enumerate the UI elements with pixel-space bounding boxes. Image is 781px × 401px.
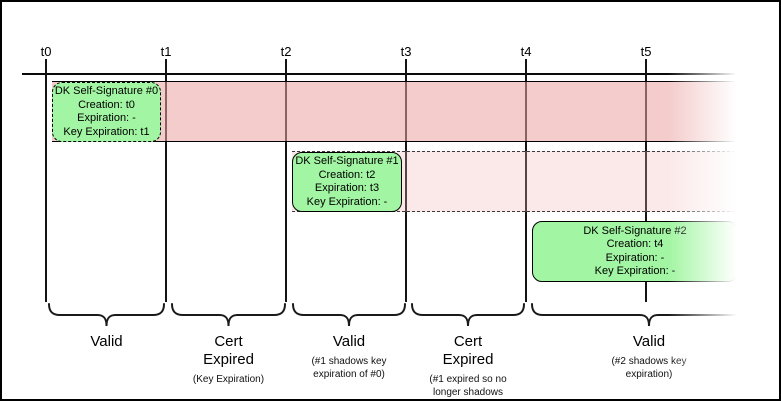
time-axis-line (22, 73, 735, 75)
tick-line-t4 (525, 59, 527, 302)
segment-5-note: (#2 shadows key expiration) (611, 356, 687, 380)
segment-4-note: (#1 expired so no longer shadows #0) (429, 374, 507, 398)
tick-line-t5 (645, 59, 647, 302)
segment-cert-expired-1: Cert Expired (Key Expiration) (172, 333, 285, 387)
segment-2-note: (Key Expiration) (192, 374, 265, 385)
segment-2-label: Cert Expired (203, 333, 254, 368)
signature-0-creation: Creation: t0 (78, 98, 135, 111)
validity-band-sig0 (52, 81, 735, 142)
tick-label-t1: t1 (160, 44, 172, 59)
segment-5-label: Valid (632, 333, 666, 350)
tick-line-t3 (405, 59, 407, 302)
tick-label-t3: t3 (400, 44, 412, 59)
segment-4-label: Cert Expired (442, 333, 494, 368)
brace-segment-4 (411, 303, 525, 327)
signature-1-creation: Creation: t2 (318, 168, 376, 181)
signature-box-1: DK Self-Signature #1 Creation: t2 Expira… (292, 152, 402, 212)
signature-box-0: DK Self-Signature #0 Creation: t0 Expira… (52, 82, 161, 142)
signature-2-key-expiration: Key Expiration: - (594, 265, 676, 277)
segment-cert-expired-2: Cert Expired (#1 expired so no longer sh… (412, 333, 524, 399)
brace-segment-2 (171, 303, 286, 327)
tick-line-t0 (45, 59, 47, 302)
segment-3-note: (#1 shadows key expiration of #0) (311, 356, 387, 380)
tick-label-t2: t2 (280, 44, 292, 59)
signature-2-creation: Creation: t4 (606, 238, 664, 250)
signature-1-title: DK Self-Signature #1 (295, 155, 399, 167)
tick-label-t5: t5 (640, 44, 652, 59)
segment-3-label: Valid (332, 333, 366, 350)
brace-segment-3 (292, 303, 406, 327)
brace-segment-1 (48, 303, 165, 327)
segment-1-label: Valid (90, 333, 123, 350)
brace-segment-5 (531, 303, 767, 327)
segment-valid-1: Valid (49, 333, 164, 356)
tick-label-t0: t0 (40, 44, 52, 59)
signature-2-expiration: Expiration: - (605, 251, 665, 264)
signature-0-expiration: Expiration: - (77, 112, 136, 124)
signature-0-title: DK Self-Signature #0 (54, 85, 159, 97)
signature-1-key-expiration: Key Expiration: - (306, 195, 388, 208)
tick-line-t1 (165, 59, 167, 302)
signature-2-title: DK Self-Signature #2 (583, 224, 687, 237)
segment-valid-2: Valid (#1 shadows key expiration of #0) (293, 333, 405, 381)
braces-row (48, 303, 767, 327)
signature-box-2: DK Self-Signature #2 Creation: t4 Expira… (532, 221, 738, 282)
tick-label-t4: t4 (520, 44, 532, 59)
signature-0-key-expiration: Key Expiration: t1 (63, 125, 150, 138)
signature-1-expiration: Expiration: t3 (314, 182, 380, 194)
tick-line-t2 (285, 59, 287, 302)
segment-valid-3: Valid (#2 shadows key expiration) (532, 333, 766, 381)
